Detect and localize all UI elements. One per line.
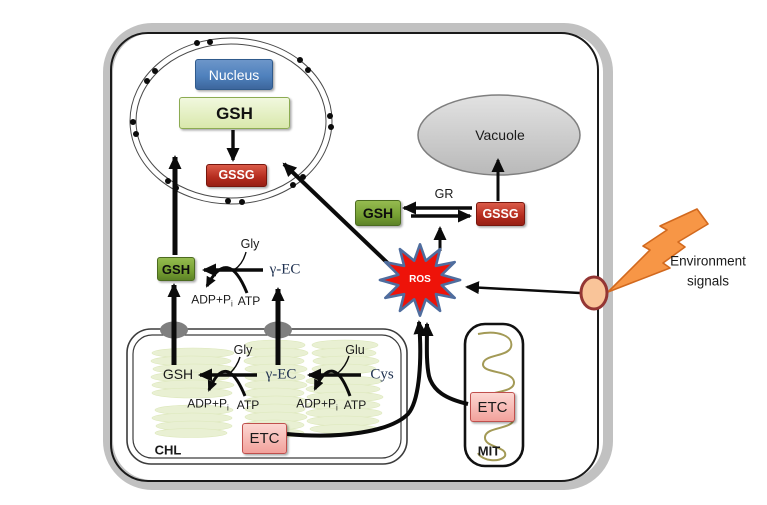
- nucleus-gssg-label: GSSG: [218, 168, 255, 183]
- arrow-receptor-to-ros: [465, 281, 581, 295]
- mit-etc-label: ETC: [477, 398, 508, 416]
- nucleus-gsh-box: GSH: [179, 97, 290, 129]
- chl-adp1-label: ADP+Pi: [187, 396, 229, 413]
- mit-organelle-label: MIT: [477, 443, 501, 459]
- vacuole-label: Vacuole: [475, 127, 525, 143]
- chl-cys-label: Cys: [370, 366, 394, 383]
- redox-gsh-box: GSH: [355, 200, 401, 226]
- chl-gamma-ec-label: γ-EC: [265, 366, 297, 383]
- chl-gly-label: Gly: [233, 342, 253, 357]
- plasma-membrane: [110, 32, 599, 482]
- cytosol-gly-label: Gly: [240, 236, 260, 251]
- ros-burst-icon: [378, 243, 462, 318]
- chl-glu-label: Glu: [345, 342, 365, 357]
- arrow-cytosol-atp-adp: [205, 266, 249, 294]
- gr-enzyme-label: GR: [434, 186, 454, 201]
- mit-etc-box: ETC: [470, 392, 515, 422]
- line-cytosol-gly: [233, 251, 247, 271]
- line-chl-gly: [228, 356, 241, 375]
- redox-gssg-label: GSSG: [482, 206, 519, 221]
- pathway-arrows: [167, 130, 581, 438]
- cytosol-atp-label: ATP: [237, 294, 261, 308]
- membrane-receptor: [579, 275, 609, 311]
- nucleus-gsh-label: GSH: [216, 103, 253, 123]
- chl-etc-label: ETC: [249, 430, 280, 447]
- arrow-chl-atp1-adp1: [207, 369, 247, 397]
- lightning-bolt-icon: [607, 208, 709, 293]
- chl-gsh-label: GSH: [162, 366, 194, 382]
- chl-organelle-label: CHL: [154, 442, 182, 458]
- line-chl-glu: [337, 355, 350, 374]
- arrow-ros-to-nucleus: [282, 162, 399, 274]
- redox-gssg-box: GSSG: [476, 202, 525, 226]
- nuclear-envelope: [129, 37, 333, 205]
- cytosol-gamma-ec-label: γ-EC: [269, 261, 301, 278]
- arrow-chl-etc-to-ros: [286, 320, 427, 438]
- cytosol-gsh-label: GSH: [161, 261, 191, 277]
- environment-signals-line2: signals: [686, 273, 730, 289]
- nuclear-pores: [130, 39, 334, 205]
- nucleus-title-box: Nucleus: [195, 59, 273, 90]
- nucleus-gssg-box: GSSG: [206, 164, 267, 187]
- environment-signals-line1: Environment: [670, 253, 746, 269]
- chl-atp2-label: ATP: [343, 398, 367, 412]
- chl-atp1-label: ATP: [236, 398, 260, 412]
- cytosol-adp-label: ADP+Pi: [191, 292, 233, 309]
- ros-label: ROS: [409, 274, 431, 285]
- arrow-mit-etc-to-ros: [420, 322, 469, 406]
- cytosol-gsh-box: GSH: [157, 257, 195, 281]
- nucleus-title: Nucleus: [208, 66, 260, 83]
- chl-etc-box: ETC: [242, 423, 287, 454]
- arrow-chl-atp2-adp2: [313, 369, 352, 397]
- chl-adp2-label: ADP+Pi: [296, 396, 338, 413]
- redox-gsh-label: GSH: [362, 205, 394, 221]
